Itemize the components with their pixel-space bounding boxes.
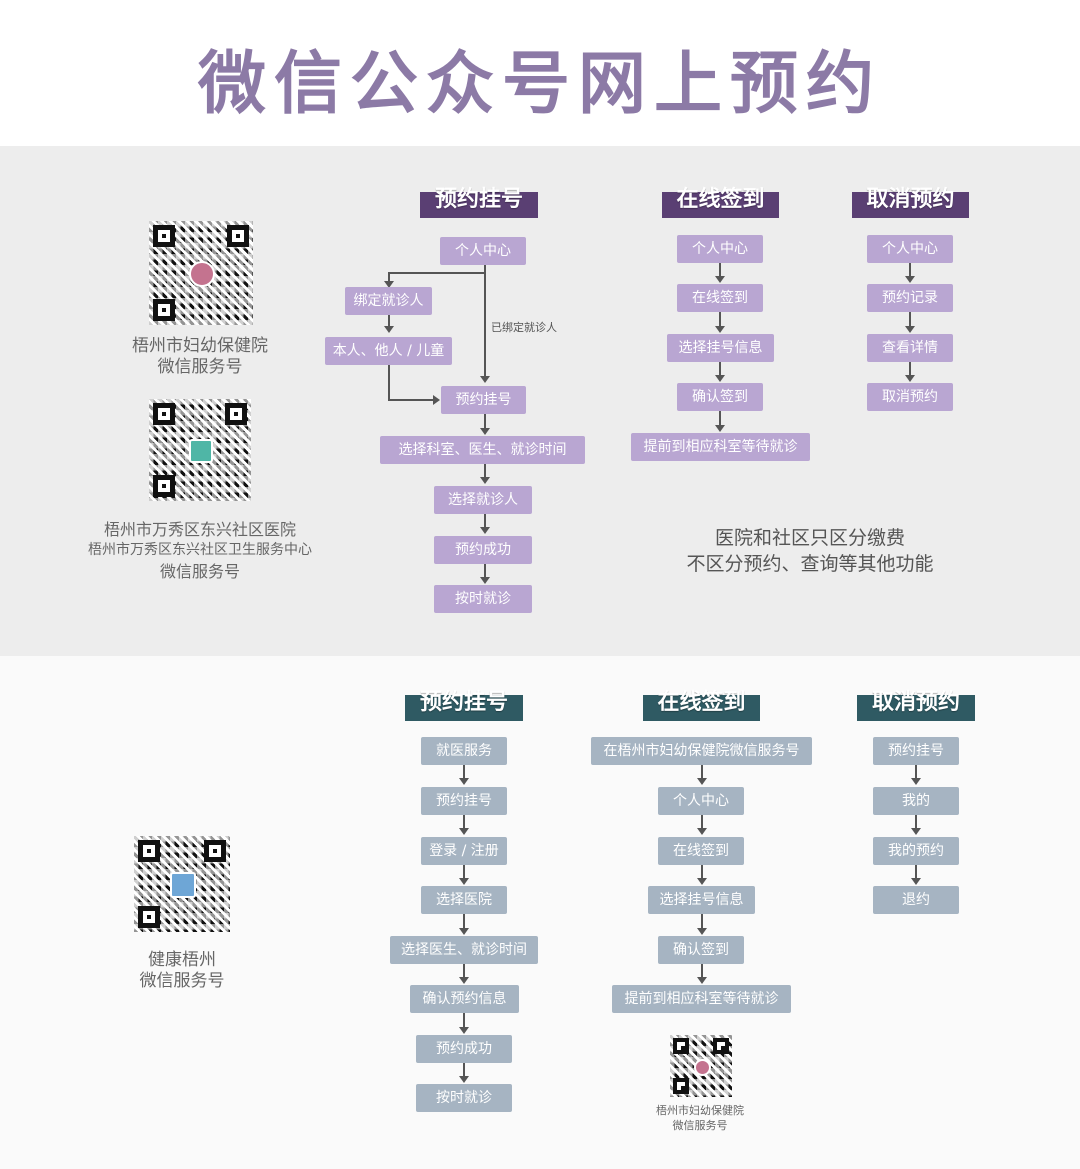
qr1-label: 梧州市妇幼保健院 微信服务号 xyxy=(132,336,268,377)
checkin-header-2: 在线签到 xyxy=(643,689,760,721)
checkin-step-4: 确认签到 xyxy=(677,383,763,411)
cancel-step-2: 预约记录 xyxy=(867,284,953,312)
checkin-step-2: 在线签到 xyxy=(677,284,763,312)
c2-step-2: 个人中心 xyxy=(658,787,744,815)
x2-step-1: 预约挂号 xyxy=(873,737,959,765)
health-wuzhou-logo-icon xyxy=(170,872,196,898)
b2-step-5: 选择医生、就诊时间 xyxy=(390,936,538,964)
c2-step-5: 确认签到 xyxy=(658,936,744,964)
qr-code-community-hospital xyxy=(149,399,251,501)
step-choose-dept: 选择科室、医生、就诊时间 xyxy=(380,436,585,464)
qr-code-health-wuzhou xyxy=(134,836,230,932)
checkin-step-3: 选择挂号信息 xyxy=(667,334,774,362)
hospital-logo-small-icon xyxy=(694,1059,711,1076)
cancel-step-1: 个人中心 xyxy=(867,235,953,263)
qr-code-maternal-hospital-small xyxy=(670,1035,732,1097)
b2-step-1: 就医服务 xyxy=(421,737,507,765)
b2-step-6: 确认预约信息 xyxy=(410,985,519,1013)
page-title: 微信公众号网上预约 xyxy=(197,45,882,124)
already-bound-note: 已绑定就诊人 xyxy=(491,321,557,334)
c2-step-3: 在线签到 xyxy=(658,837,744,865)
checkin-step-5: 提前到相应科室等待就诊 xyxy=(631,433,810,461)
step-book: 预约挂号 xyxy=(441,386,526,414)
b2-step-4: 选择医院 xyxy=(421,886,507,914)
step-visit-on-time: 按时就诊 xyxy=(434,585,532,613)
qr-small-label: 梧州市妇幼保健院 微信服务号 xyxy=(656,1104,744,1132)
checkin-step-1: 个人中心 xyxy=(677,235,763,263)
qr3-label: 健康梧州 微信服务号 xyxy=(139,950,225,991)
c2-step-4: 选择挂号信息 xyxy=(648,886,755,914)
x2-step-3: 我的预约 xyxy=(873,837,959,865)
step-book-success: 预约成功 xyxy=(434,536,532,564)
cancel-header: 取消预约 xyxy=(852,186,969,218)
step-who: 本人、他人 / 儿童 xyxy=(325,337,452,365)
b2-step-8: 按时就诊 xyxy=(416,1084,512,1112)
cancel-header-2: 取消预约 xyxy=(857,689,975,721)
booking-header-2: 预约挂号 xyxy=(405,689,523,721)
x2-step-4: 退约 xyxy=(873,886,959,914)
step-bind-patient: 绑定就诊人 xyxy=(345,287,432,315)
hospital-logo-icon xyxy=(189,261,215,287)
c2-step-1: 在梧州市妇幼保健院微信服务号 xyxy=(591,737,812,765)
checkin-header: 在线签到 xyxy=(662,186,779,218)
booking-header: 预约挂号 xyxy=(420,186,538,218)
c2-step-6: 提前到相应科室等待就诊 xyxy=(612,985,791,1013)
community-logo-icon xyxy=(189,439,213,463)
cancel-step-4: 取消预约 xyxy=(867,383,953,411)
cancel-step-3: 查看详情 xyxy=(867,334,953,362)
step-personal-center: 个人中心 xyxy=(440,237,526,265)
step-choose-patient: 选择就诊人 xyxy=(434,486,532,514)
info-note: 医院和社区只区分缴费 不区分预约、查询等其他功能 xyxy=(686,527,934,575)
b2-step-3: 登录 / 注册 xyxy=(421,837,507,865)
x2-step-2: 我的 xyxy=(873,787,959,815)
qr-code-maternal-hospital xyxy=(149,221,253,325)
qr2-label: 梧州市万秀区东兴社区医院 梧州市万秀区东兴社区卫生服务中心 微信服务号 xyxy=(88,520,312,581)
b2-step-7: 预约成功 xyxy=(416,1035,512,1063)
b2-step-2: 预约挂号 xyxy=(421,787,507,815)
